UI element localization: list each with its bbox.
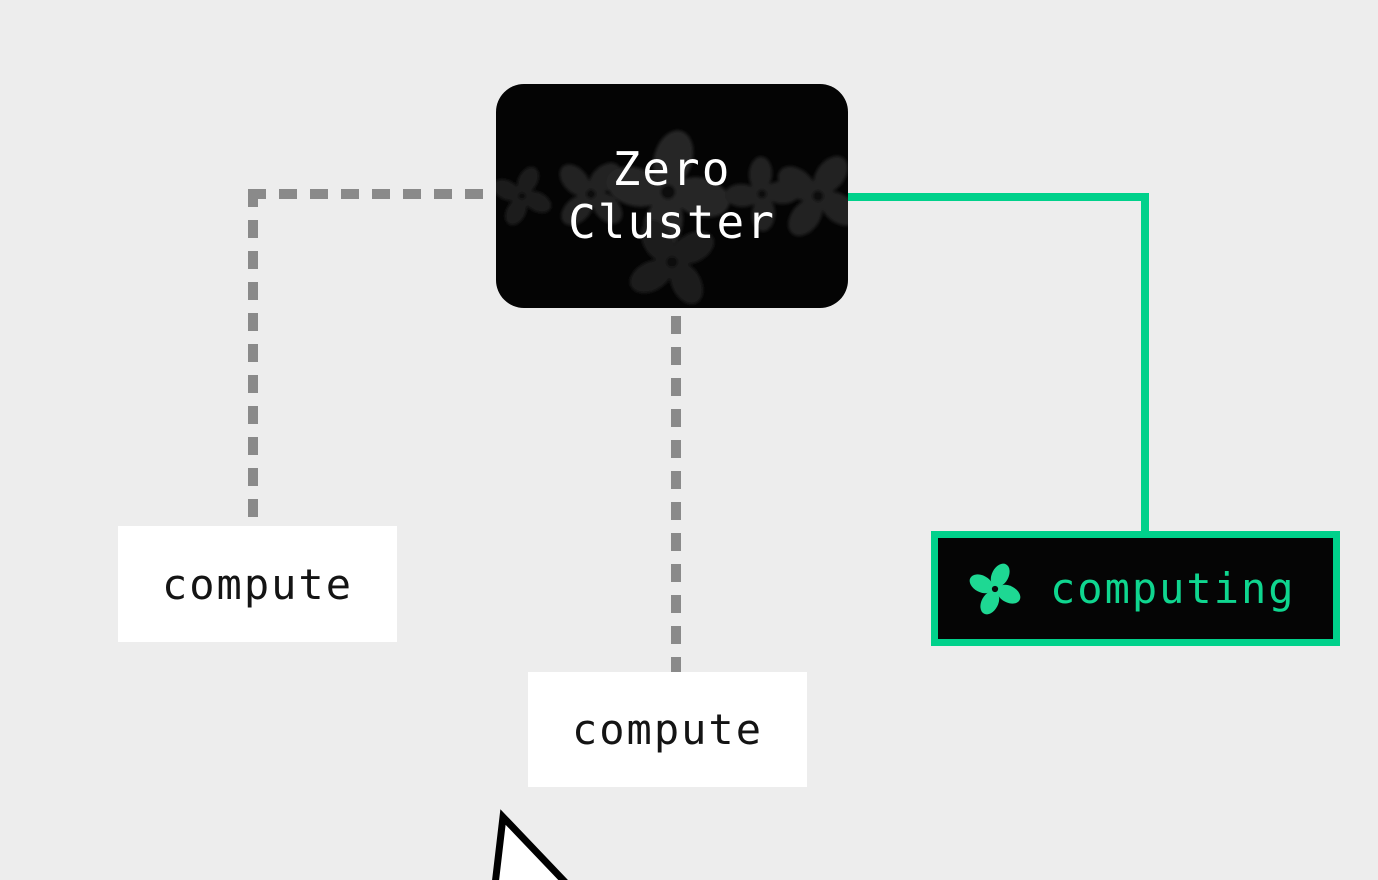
connector-dashed-vertical-left — [248, 189, 258, 526]
connector-green-vertical — [1141, 193, 1149, 531]
computing-node-label: computing — [1050, 564, 1296, 613]
compute-node-middle-label: compute — [571, 705, 763, 754]
connector-green-horizontal — [848, 193, 1149, 201]
fan-icon — [969, 562, 1021, 615]
zero-cluster-node[interactable]: Zero Cluster — [496, 84, 848, 308]
zero-cluster-label: Zero Cluster — [568, 141, 776, 249]
arrow-cursor-pointer — [492, 809, 568, 880]
connector-dashed-horizontal — [248, 189, 496, 199]
compute-node-left[interactable]: compute — [118, 526, 397, 642]
computing-node-active[interactable]: computing — [931, 531, 1340, 646]
compute-node-middle[interactable]: compute — [528, 672, 807, 787]
connector-dashed-vertical-middle — [671, 316, 681, 672]
compute-node-left-label: compute — [161, 559, 353, 609]
